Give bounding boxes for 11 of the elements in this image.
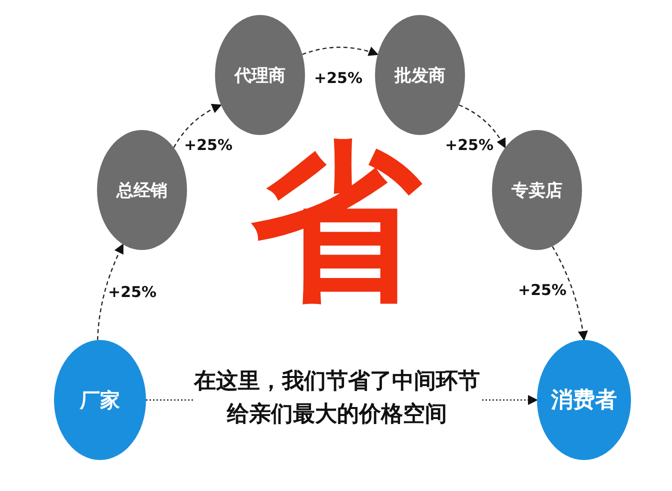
arrow (302, 46, 379, 56)
circle-node: 专卖店 (492, 130, 582, 250)
arrow (458, 104, 506, 148)
circle-node: 批发商 (375, 15, 465, 135)
circle-node: 总经销 (97, 130, 187, 250)
arrow (552, 246, 588, 341)
circle-node: 厂家 (54, 340, 146, 460)
circle-node: 代理商 (215, 15, 305, 135)
arrow (97, 244, 124, 340)
arrow (173, 104, 222, 148)
circle-node: 消费者 (537, 340, 631, 460)
